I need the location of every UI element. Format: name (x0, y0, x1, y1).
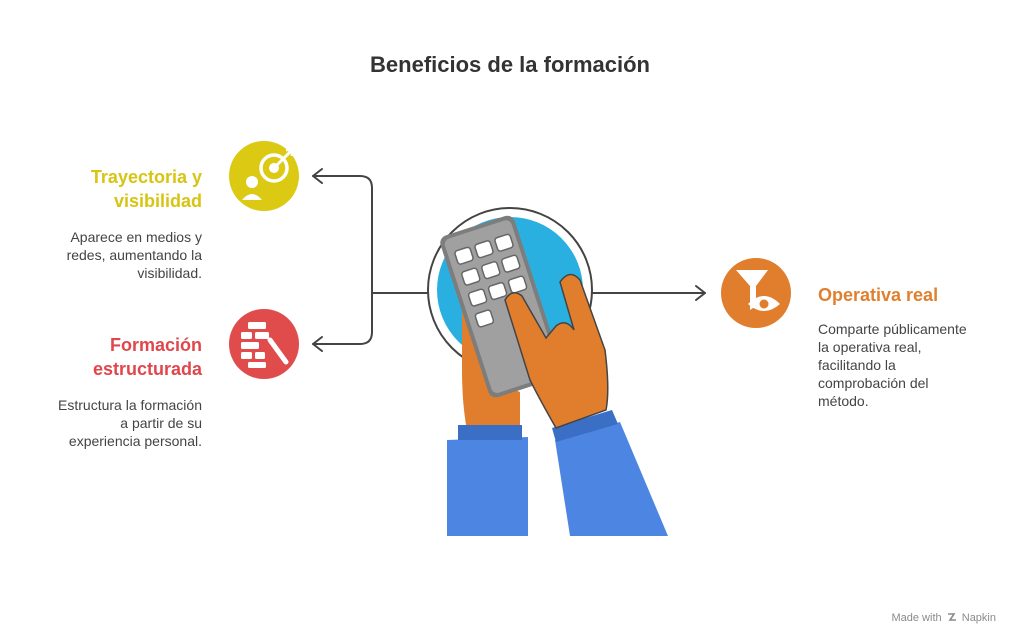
napkin-logo-icon (947, 612, 957, 622)
page-title: Beneficios de la formación (370, 52, 650, 77)
desc-line: Aparece en medios y (70, 229, 202, 245)
made-with-napkin-footer[interactable]: Made with Napkin (891, 612, 996, 624)
desc-line: la operativa real, (818, 339, 922, 355)
connector-lines (312, 168, 706, 352)
desc-trayectoria: Aparece en medios y redes, aumentando la… (20, 228, 202, 282)
desc-line: método. (818, 393, 869, 409)
desc-line: a partir de su (120, 415, 202, 431)
heading-line: Formación (109, 335, 202, 355)
napkin-brand: Napkin (961, 612, 996, 624)
funnel-eye-icon (721, 258, 791, 328)
desc-line: Comparte públicamente (818, 321, 967, 337)
heading-line: Trayectoria y (90, 167, 202, 187)
building-blocks-icon (229, 309, 299, 379)
desc-operativa: Comparte públicamente la operativa real,… (818, 320, 998, 410)
heading-line: estructurada (92, 359, 202, 379)
heading-line: visibilidad (113, 191, 202, 211)
desc-line: visibilidad. (137, 265, 202, 281)
made-with-label: Made with (891, 612, 942, 624)
heading-line: Operativa real (818, 285, 939, 305)
desc-line: redes, aumentando la (66, 247, 202, 263)
heading-formacion: Formación estructurada (40, 333, 202, 381)
desc-line: experiencia personal. (68, 433, 202, 449)
heading-trayectoria: Trayectoria y visibilidad (40, 165, 202, 213)
target-person-icon (229, 141, 299, 211)
desc-formacion: Estructura la formación a partir de su e… (20, 396, 202, 450)
hands-calculator-illustration (427, 207, 668, 536)
desc-line: comprobación del (818, 375, 929, 391)
desc-line: facilitando la (818, 357, 896, 373)
heading-operativa: Operativa real (818, 283, 998, 307)
desc-line: Estructura la formación (58, 397, 202, 413)
